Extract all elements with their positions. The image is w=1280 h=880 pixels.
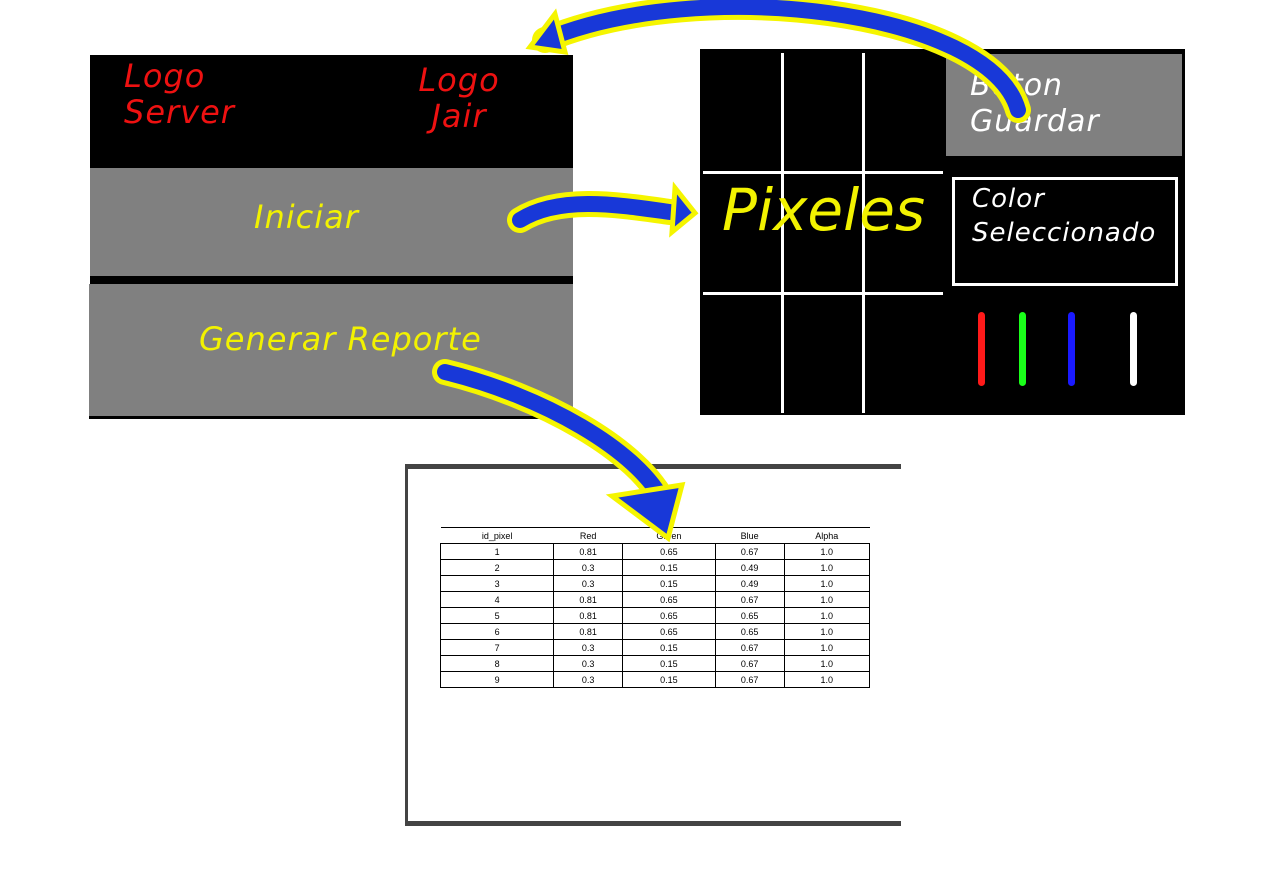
- table-cell: 0.67: [714, 639, 785, 656]
- table-cell: 1.0: [783, 575, 871, 592]
- table-cell: 0.81: [553, 607, 623, 624]
- table-cell: 0.3: [553, 639, 623, 656]
- pixel-cell[interactable]: [865, 174, 943, 292]
- table-cell: 1.0: [783, 655, 871, 672]
- swatch-green[interactable]: [1019, 312, 1026, 386]
- pixel-cell[interactable]: [784, 174, 862, 292]
- swatch-white[interactable]: [1130, 312, 1137, 386]
- table-cell: 0.15: [621, 639, 716, 656]
- table-cell: 8: [439, 655, 555, 672]
- table-cell: 0.3: [553, 655, 623, 672]
- start-button-label: Iniciar: [254, 198, 359, 236]
- pixel-cell[interactable]: [784, 53, 862, 171]
- table-cell: 0.15: [621, 575, 716, 592]
- table-cell: 1.0: [783, 623, 871, 640]
- table-cell: 0.65: [714, 607, 785, 624]
- table-cell: 7: [439, 639, 555, 656]
- pixel-cell[interactable]: [703, 295, 781, 413]
- start-button[interactable]: Iniciar: [90, 168, 573, 276]
- pixel-cell[interactable]: [703, 174, 781, 292]
- column-header: Alpha: [784, 527, 870, 544]
- table-cell: 0.81: [553, 591, 623, 608]
- table-cell: 1.0: [783, 543, 871, 560]
- table-cell: 0.15: [621, 559, 716, 576]
- table-cell: 0.15: [621, 671, 716, 688]
- table-cell: 0.49: [714, 559, 785, 576]
- table-cell: 1: [439, 543, 555, 560]
- column-header: Green: [622, 527, 716, 544]
- table-cell: 0.81: [553, 623, 623, 640]
- column-header: id_pixel: [440, 527, 554, 544]
- table-cell: 0.3: [553, 559, 623, 576]
- table-cell: 0.3: [553, 575, 623, 592]
- table-cell: 9: [439, 671, 555, 688]
- swatch-red[interactable]: [978, 312, 985, 386]
- table-cell: 0.67: [714, 543, 785, 560]
- pixel-cell[interactable]: [865, 295, 943, 413]
- table-cell: 0.65: [621, 591, 716, 608]
- table-cell: 0.67: [714, 671, 785, 688]
- table-cell: 0.67: [714, 655, 785, 672]
- pixel-cell[interactable]: [865, 53, 943, 171]
- table-cell: 3: [439, 575, 555, 592]
- table-cell: 5: [439, 607, 555, 624]
- table-cell: 0.15: [621, 655, 716, 672]
- menu-divider: [90, 276, 573, 284]
- selected-color-label: Color Seleccionado: [972, 184, 1157, 248]
- generate-report-button[interactable]: Generar Reporte: [89, 284, 573, 419]
- table-cell: 0.65: [621, 607, 716, 624]
- save-button-label: Boton Guardar: [970, 68, 1100, 139]
- table-cell: 0.65: [621, 623, 716, 640]
- column-header: Blue: [715, 527, 785, 544]
- table-cell: 2: [439, 559, 555, 576]
- table-cell: 6: [439, 623, 555, 640]
- table-cell: 1.0: [783, 671, 871, 688]
- table-cell: 0.49: [714, 575, 785, 592]
- table-cell: 0.65: [714, 623, 785, 640]
- table-cell: 1.0: [783, 639, 871, 656]
- canvas-label: Pixeles: [722, 176, 926, 244]
- table-cell: 0.67: [714, 591, 785, 608]
- table-cell: 1.0: [783, 559, 871, 576]
- generate-report-button-label: Generar Reporte: [199, 320, 482, 358]
- column-header: Red: [553, 527, 623, 544]
- table-cell: 0.3: [553, 671, 623, 688]
- table-cell: 0.81: [553, 543, 623, 560]
- pixel-cell[interactable]: [703, 53, 781, 171]
- table-cell: 0.65: [621, 543, 716, 560]
- logo-server-placeholder: Logo Server: [124, 57, 235, 131]
- swatch-blue[interactable]: [1068, 312, 1075, 386]
- pixel-cell[interactable]: [784, 295, 862, 413]
- table-header-row: id_pixel Red Green Blue Alpha: [440, 527, 870, 544]
- menu-header: [90, 55, 573, 168]
- table-cell: 1.0: [783, 591, 871, 608]
- table-cell: 1.0: [783, 607, 871, 624]
- selected-color-box: [952, 177, 1178, 286]
- logo-jair-placeholder: Logo Jair: [418, 61, 500, 135]
- table-cell: 4: [439, 591, 555, 608]
